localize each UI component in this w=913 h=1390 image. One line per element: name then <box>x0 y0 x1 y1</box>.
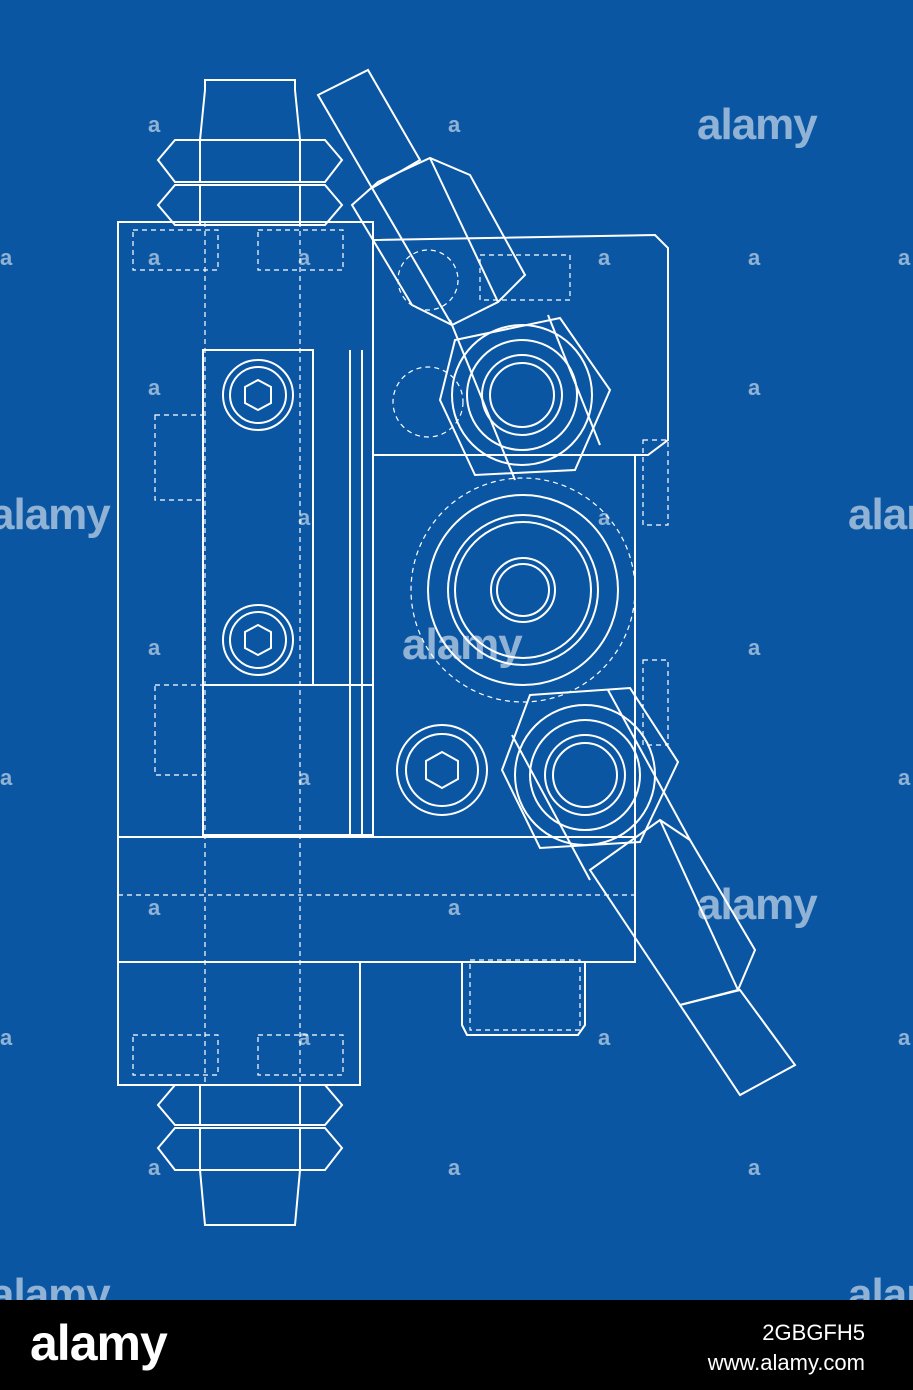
site-url: www.alamy.com <box>707 1350 865 1375</box>
watermark-glyph: a <box>0 765 13 790</box>
watermark-glyph: a <box>598 1025 611 1050</box>
watermark-glyph: a <box>598 245 611 270</box>
main-body <box>118 222 635 1085</box>
center-port <box>411 478 635 702</box>
watermark-glyph: a <box>148 895 161 920</box>
watermark-glyph: a <box>148 112 161 137</box>
watermark-glyph: a <box>298 505 311 530</box>
watermark-glyph: a <box>448 1155 461 1180</box>
watermark-glyph: a <box>748 1155 761 1180</box>
watermark-glyph: a <box>298 1025 311 1050</box>
watermark-text: alamy <box>848 490 913 539</box>
watermark-glyph: a <box>448 895 461 920</box>
watermark-text: alamy <box>697 100 818 149</box>
valve-wireframe-drawing <box>0 0 913 1300</box>
watermark-glyph: a <box>748 635 761 660</box>
watermark-glyph: a <box>748 245 761 270</box>
watermark-glyph: a <box>0 1025 13 1050</box>
watermark-glyph: a <box>148 635 161 660</box>
image-id: 2GBGFH5 <box>762 1320 865 1345</box>
watermark-glyph: a <box>598 505 611 530</box>
top-bolt <box>158 80 342 225</box>
stock-footer-bar: alamy 2GBGFH5 www.alamy.com <box>0 1300 913 1390</box>
watermark-glyph: a <box>748 375 761 400</box>
lower-fitting <box>502 688 795 1095</box>
bottom-bolt <box>158 1085 342 1225</box>
watermark-glyph: a <box>148 245 161 270</box>
socket-screw-top <box>223 360 293 430</box>
watermark-text: alamy <box>0 490 111 539</box>
socket-screw-right <box>397 725 487 815</box>
watermark-glyph: a <box>148 1155 161 1180</box>
watermark-glyph: a <box>898 1025 911 1050</box>
alamy-logo: alamy <box>30 1315 168 1371</box>
watermark-glyph: a <box>898 245 911 270</box>
watermark-glyph: a <box>298 765 311 790</box>
watermark-text: alamy <box>697 880 818 929</box>
watermark-glyph: a <box>448 112 461 137</box>
watermark-text: alamy <box>402 620 523 669</box>
watermark-glyph: a <box>898 765 911 790</box>
watermark-glyph: a <box>0 245 13 270</box>
blueprint-canvas: alamy alamy alamy alamy alamy alamy alam… <box>0 0 913 1300</box>
watermark-glyph: a <box>298 245 311 270</box>
watermark-text: alamy <box>848 1270 913 1300</box>
watermark-text: alamy <box>0 1270 111 1300</box>
socket-screw-bottom <box>223 605 293 675</box>
upper-fitting <box>318 70 610 480</box>
watermark-glyph: a <box>148 375 161 400</box>
